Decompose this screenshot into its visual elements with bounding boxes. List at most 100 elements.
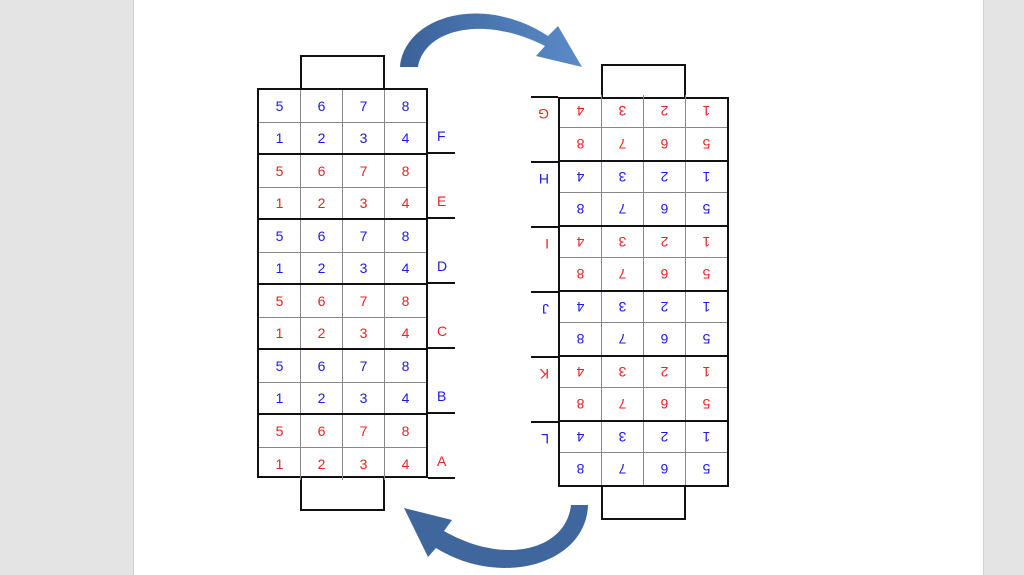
pin-cell: 7 [601,258,643,290]
pin-cell: 2 [301,317,343,348]
pin-cell: 4 [401,389,410,406]
pin-cell: 4 [401,194,410,211]
pin-cell: 2 [301,122,343,153]
pin-cell: 6 [643,388,685,420]
pin-cell: 5 [259,415,301,447]
pin-cell: 3 [343,317,385,348]
pin-cell: 4 [576,364,585,381]
pin-cell: 1 [259,382,301,413]
pair-label: C [437,323,448,339]
pin-cell: 7 [601,388,643,420]
pair-label: B [437,388,447,404]
pin-cell: 5 [259,350,301,382]
pin-cell: 8 [401,292,410,309]
pin-cell: 3 [601,422,643,453]
pin-cell: 2 [643,422,685,453]
pair-divider-line [428,282,455,284]
pair-divider-line [428,412,455,414]
pin-cell: 7 [601,453,643,485]
pair-label: L [541,431,549,447]
pin-cell: 1 [259,317,301,348]
pin-cell: 3 [343,187,385,218]
pin-cell: 1 [685,292,727,323]
pin-cell: 2 [301,447,343,480]
pair-label: A [437,453,447,469]
pin-cell: 5 [685,258,727,290]
pin-cell: 6 [643,128,685,160]
pin-cell: 6 [301,415,343,447]
pin-cell: 4 [401,455,410,472]
pin-cell: 3 [601,357,643,388]
pin-cell: 1 [259,187,301,218]
curved-arrow-bottom-icon [404,505,588,568]
pin-cell: 7 [343,90,385,122]
pin-cell: 7 [601,193,643,225]
pin-cell: 3 [343,382,385,413]
pin-cell: 2 [643,162,685,193]
pin-cell: 6 [301,220,343,252]
pin-cell: 7 [343,220,385,252]
pair-label: K [539,366,549,382]
pin-cell: 2 [643,95,685,128]
pin-cell: 1 [685,422,727,453]
pin-cell: 7 [601,128,643,160]
pin-cell: 8 [576,331,585,348]
pin-cell: 3 [343,447,385,480]
pair-label: D [437,258,448,274]
pin-cell: 8 [401,97,410,114]
pin-cell: 7 [343,350,385,382]
pin-cell: 8 [576,266,585,283]
connector-tab-bottom [300,478,385,511]
pin-cell: 6 [643,453,685,485]
pin-cell: 7 [601,323,643,355]
pin-cell: 7 [343,155,385,187]
pin-cell: 1 [685,162,727,193]
pin-cell: 8 [401,227,410,244]
connector-tab-bottom [601,64,686,97]
pin-cell: 5 [685,323,727,355]
pin-cell: 8 [576,396,585,413]
pin-cell: 6 [643,258,685,290]
pin-cell: 5 [685,388,727,420]
pair-divider-line [531,226,558,228]
pin-cell: 1 [259,122,301,153]
pair-divider-line [531,356,558,358]
pair-divider-line [531,291,558,293]
pin-cell: 2 [301,382,343,413]
pin-cell: 7 [343,415,385,447]
document-page [133,0,984,575]
pin-cell: 5 [685,193,727,225]
pin-cell: 4 [576,299,585,316]
pin-cell: 5 [685,453,727,485]
pair-label: G [538,106,549,122]
pin-cell: 1 [685,227,727,258]
curved-arrow-top-icon [400,13,582,67]
pin-cell: 8 [576,136,585,153]
pin-cell: 5 [259,90,301,122]
pin-cell: 4 [576,103,585,120]
pin-cell: 6 [643,193,685,225]
pin-cell: 5 [685,128,727,160]
pair-label: I [545,236,549,252]
pair-label: F [437,128,446,144]
pin-cell: 8 [401,357,410,374]
